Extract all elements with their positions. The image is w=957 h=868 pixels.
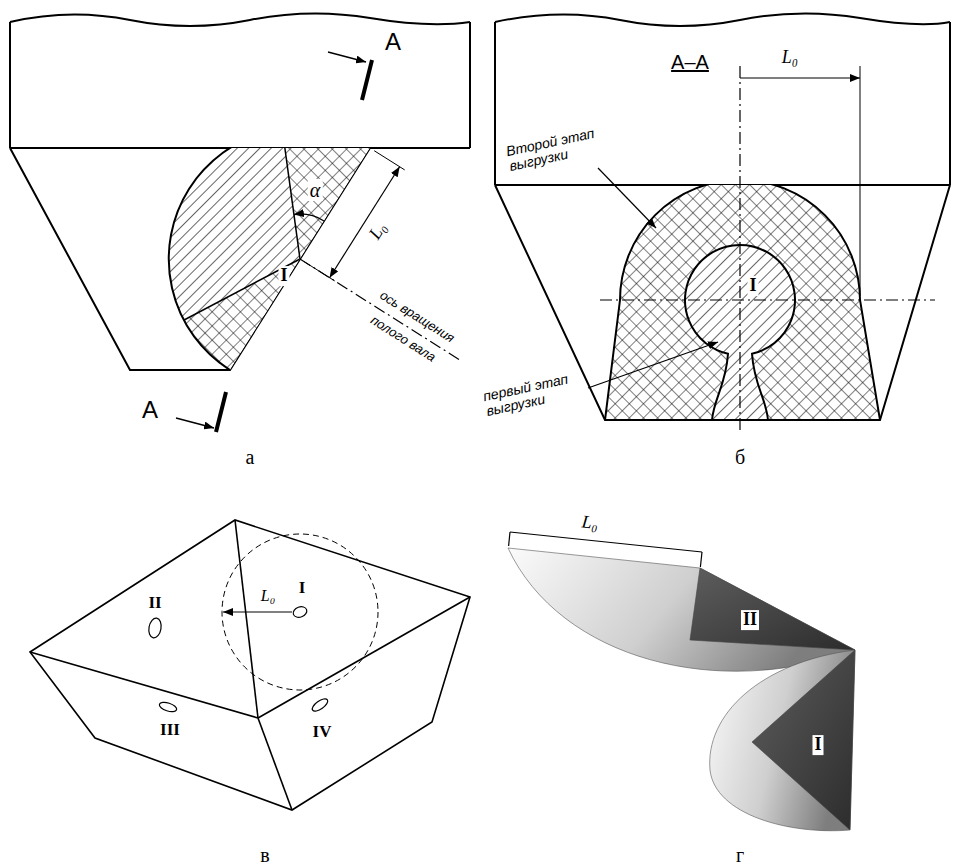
- panel-letter: б: [735, 446, 745, 468]
- radial-line: [282, 129, 300, 259]
- break-line: [495, 13, 950, 26]
- section-arrow: [328, 52, 366, 62]
- extension-line: [304, 262, 335, 281]
- leader-line: [588, 342, 718, 388]
- outlet-hole: [158, 700, 178, 713]
- sector-face: [752, 650, 855, 830]
- dimension-label: L₀: [581, 512, 599, 533]
- angle-arc: [294, 214, 324, 221]
- section-arrow: [176, 418, 214, 428]
- dimension-line: [740, 77, 860, 78]
- stage-note: первый этап выгрузки: [482, 370, 578, 419]
- section-mark: [362, 60, 372, 100]
- section-letter: A: [385, 29, 401, 55]
- axis-line: [739, 66, 740, 432]
- sector-surface: [710, 650, 855, 831]
- hopper-edge: [235, 520, 258, 718]
- outlet-hole: [310, 697, 329, 714]
- panel-b: [495, 13, 950, 432]
- section-letter: A: [142, 397, 158, 423]
- bin-wall: [494, 22, 496, 185]
- bin-wall: [9, 22, 11, 148]
- sector-face: [690, 568, 855, 650]
- sector-surface: [508, 548, 855, 671]
- zone-number: I: [812, 735, 823, 755]
- hopper-edge: [258, 718, 292, 810]
- panel-letter: г: [736, 844, 744, 866]
- break-line: [10, 13, 470, 26]
- outlet-number: II: [148, 594, 161, 613]
- dimension-label: L₀: [782, 48, 798, 68]
- zone-arc: [169, 128, 370, 370]
- outlet-number: I: [297, 579, 308, 598]
- outlet-number: III: [160, 721, 180, 740]
- extension-line: [860, 66, 861, 296]
- outlet-number: IV: [313, 723, 332, 742]
- stage-note: Второй этап выгрузки: [505, 125, 601, 174]
- dimension-line: [510, 532, 702, 552]
- panel-letter: в: [260, 844, 269, 866]
- first-stage-hatch: [169, 129, 300, 320]
- second-stage-hatch: [184, 259, 300, 370]
- hopper-bottom: [605, 419, 880, 421]
- hopper-outline: [30, 520, 470, 810]
- bin-wall: [949, 22, 951, 185]
- radial-line: [184, 259, 300, 320]
- dimension-line: [330, 167, 400, 278]
- leader-line: [598, 168, 656, 228]
- axis-line: [300, 259, 461, 361]
- dimension-label: L₀: [259, 587, 277, 605]
- angle-label: α: [308, 179, 323, 201]
- reach-circle: [222, 534, 378, 690]
- zone-number: II: [741, 610, 759, 630]
- panel-d: [508, 532, 855, 831]
- unload-zone: [169, 128, 370, 370]
- panel-letter: а: [246, 446, 255, 468]
- axis-line: [600, 299, 935, 300]
- panel-c: [30, 520, 470, 810]
- zone-number: I: [747, 276, 758, 296]
- panel-a: [10, 13, 470, 432]
- radius-line: [223, 612, 292, 613]
- zone-number: I: [278, 266, 289, 286]
- bin-wall: [469, 22, 471, 148]
- section-title: A–A: [671, 51, 709, 73]
- section-mark: [216, 392, 226, 432]
- hopper-edge: [30, 652, 258, 718]
- outlet-hole: [292, 605, 309, 619]
- extension-line: [700, 552, 702, 567]
- hopper-edge: [258, 597, 470, 718]
- outlet-hole: [147, 617, 162, 639]
- dimension-label: L₀: [364, 217, 392, 245]
- extension-line: [374, 151, 405, 170]
- extension-line: [509, 532, 510, 546]
